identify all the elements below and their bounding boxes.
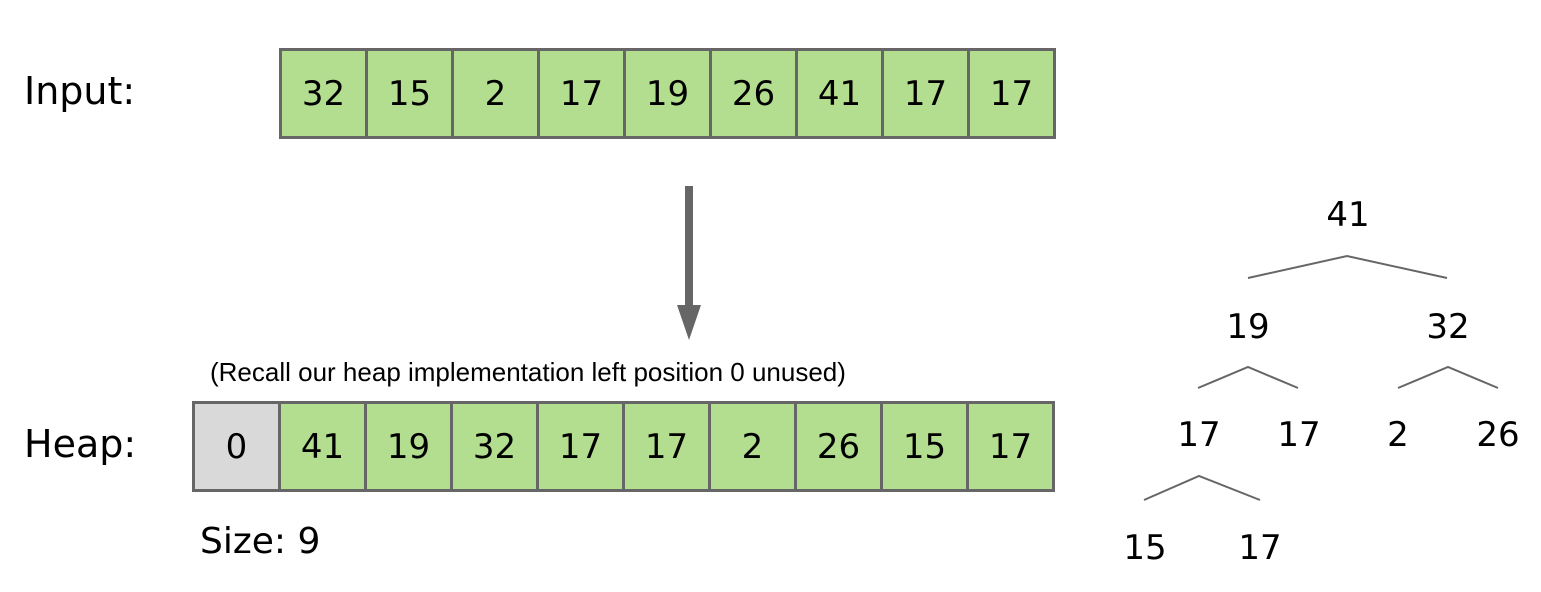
heap-array: 0 41 19 32 17 17 2 26 15 17 [192, 401, 1055, 492]
input-cell: 17 [540, 51, 626, 136]
input-cell: 2 [454, 51, 540, 136]
tree-edge [1247, 254, 1448, 279]
heap-cell: 26 [797, 404, 883, 489]
tree-node: 2 [1387, 415, 1409, 455]
input-label: Input: [24, 69, 136, 113]
input-cell: 17 [970, 51, 1056, 136]
tree-edge [1397, 365, 1499, 389]
heap-cell: 17 [969, 404, 1055, 489]
input-cell: 15 [368, 51, 454, 136]
tree-node: 19 [1226, 307, 1269, 347]
tree-node: 17 [1277, 415, 1320, 455]
heap-cell: 19 [367, 404, 453, 489]
heap-cell: 32 [453, 404, 539, 489]
input-cell: 41 [798, 51, 884, 136]
tree-edge [1143, 474, 1261, 501]
input-cell: 26 [712, 51, 798, 136]
tree-edges [1143, 254, 1499, 501]
input-cell: 19 [626, 51, 712, 136]
tree-node: 17 [1238, 528, 1281, 568]
note-text: (Recall our heap implementation left pos… [210, 357, 846, 387]
tree-node: 32 [1426, 307, 1469, 347]
heap-cell: 2 [711, 404, 797, 489]
tree-node: 17 [1177, 415, 1220, 455]
heap-cell: 17 [539, 404, 625, 489]
down-arrow-icon [677, 186, 701, 340]
size-label: Size: 9 [200, 521, 321, 562]
tree-node: 41 [1326, 195, 1369, 235]
heap-cell: 41 [281, 404, 367, 489]
tree-edge [1197, 365, 1299, 389]
heap-cell: 15 [883, 404, 969, 489]
input-array: 32 15 2 17 19 26 41 17 17 [279, 48, 1056, 139]
heap-label: Heap: [24, 422, 137, 466]
tree-node: 26 [1476, 415, 1519, 455]
input-cell: 17 [884, 51, 970, 136]
heap-cell-unused: 0 [195, 404, 281, 489]
input-cell: 32 [282, 51, 368, 136]
heap-cell: 17 [625, 404, 711, 489]
tree-node: 15 [1123, 528, 1166, 568]
